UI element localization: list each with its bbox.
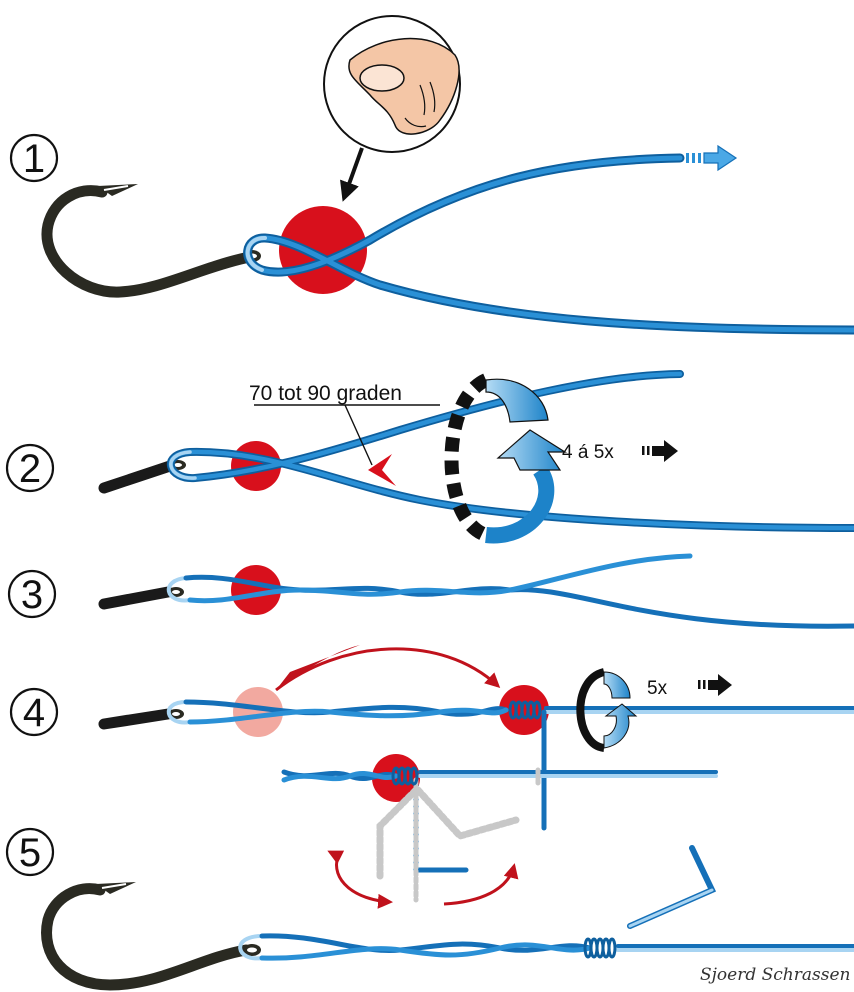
finger-pinch-icon (323, 15, 461, 153)
step-4: 4 5x (9, 645, 854, 831)
step-3: 3 (7, 553, 854, 629)
pinch-point (499, 685, 549, 735)
step-number: 2 (19, 447, 41, 491)
fishing-line (243, 153, 854, 335)
fishing-line (166, 553, 854, 629)
step-number-circle (9, 133, 59, 183)
move-arrow-tail (276, 645, 360, 690)
step-number: 5 (19, 831, 41, 875)
fishing-line (281, 767, 718, 903)
pull-direction-arrow-icon (698, 674, 732, 696)
turns-label: 4 á 5x (562, 442, 614, 463)
step-number-circle (9, 687, 59, 737)
pinch-point (231, 565, 281, 615)
angle-marker (368, 454, 396, 486)
rotation-arrow-icon (576, 668, 638, 752)
step-number: 3 (21, 573, 43, 617)
step-number-circle (5, 443, 55, 493)
wraps (508, 700, 542, 720)
hook-shank (98, 460, 176, 494)
step-5: 5 (5, 827, 854, 991)
pinch-point-previous (233, 687, 283, 737)
bend-detail (281, 754, 718, 909)
step-number: 4 (23, 691, 45, 735)
step-number-circle (5, 827, 55, 877)
pull-direction-arrow-icon (686, 144, 738, 172)
move-arrow (275, 647, 501, 692)
pull-direction-arrow-icon (642, 440, 678, 462)
step-number: 1 (23, 137, 45, 181)
angle-label-leader (344, 404, 373, 466)
turns-label: 5x (647, 678, 668, 699)
wraps (583, 937, 617, 959)
step-number-circle (7, 569, 57, 619)
hook-icon (41, 882, 261, 991)
step-1: 1 (9, 15, 854, 335)
hook-shank (98, 708, 174, 730)
bend-arrow-icon (327, 850, 519, 909)
hook-icon (41, 184, 261, 298)
fishing-line (166, 699, 854, 831)
rotation-arrow-icon (444, 373, 568, 544)
artist-signature: Sjoerd Schrassen (700, 965, 850, 985)
fishing-line (238, 845, 854, 961)
hook-shank (98, 586, 174, 610)
angle-label: 70 tot 90 graden (249, 382, 402, 405)
pointer-arrow (340, 147, 364, 202)
step-2: 2 70 tot 90 graden 4 á 5x (5, 370, 854, 544)
wraps (391, 766, 419, 786)
